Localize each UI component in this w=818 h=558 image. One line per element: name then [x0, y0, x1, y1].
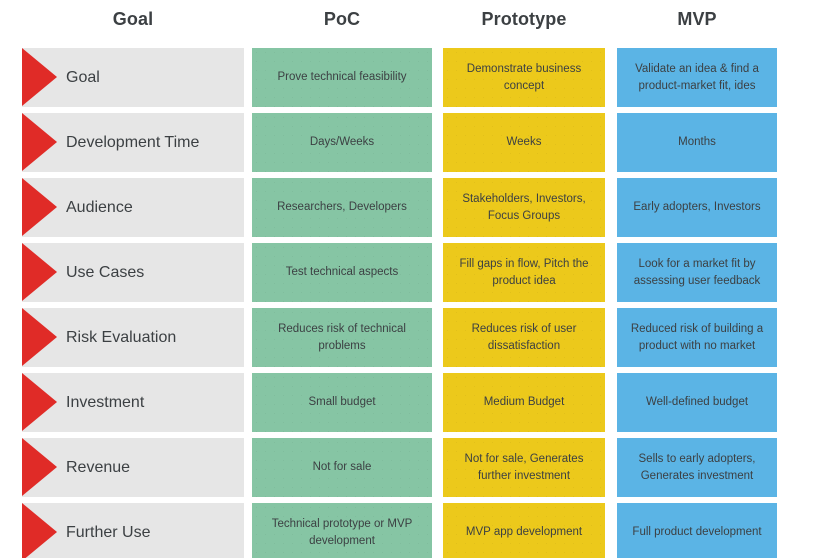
row-label: Audience: [66, 198, 133, 216]
cell-poc: Researchers, Developers: [252, 178, 432, 237]
row-label: Further Use: [66, 523, 151, 541]
table-row: Further Use Technical prototype or MVP d…: [0, 500, 818, 558]
arrow-right-icon: [22, 438, 57, 496]
cell-mvp: Months: [617, 113, 777, 172]
table-row: Revenue Not for sale Not for sale, Gener…: [0, 435, 818, 500]
table-header-row: Goal PoC Prototype MVP: [0, 0, 818, 45]
cell-text: Test technical aspects: [285, 266, 399, 279]
cell-text: Prove technical feasibility: [277, 71, 407, 84]
cell-text: Well-defined budget: [645, 396, 749, 409]
row-label-cell: Further Use: [22, 503, 244, 558]
cell-prototype: Fill gaps in flow, Pitch the product ide…: [443, 243, 605, 302]
row-label-cell: Revenue: [22, 438, 244, 497]
cell-text: Technical prototype or MVP development: [271, 518, 413, 547]
column-header-poc: PoC: [323, 9, 361, 29]
cell-poc: Test technical aspects: [252, 243, 432, 302]
cell-text: Reduced risk of building a product with …: [630, 323, 764, 352]
cell-mvp: Validate an idea & find a product-market…: [617, 48, 777, 107]
cell-text: Not for sale: [312, 461, 372, 474]
cell-poc: Prove technical feasibility: [252, 48, 432, 107]
row-label-cell: Investment: [22, 373, 244, 432]
table-row: Use Cases Test technical aspects Fill ga…: [0, 240, 818, 305]
arrow-right-icon: [22, 113, 57, 171]
row-label-cell: Audience: [22, 178, 244, 237]
row-label-cell: Risk Evaluation: [22, 308, 244, 367]
column-header-prototype: Prototype: [481, 9, 567, 29]
cell-mvp: Look for a market fit by assessing user …: [617, 243, 777, 302]
cell-mvp: Full product development: [617, 503, 777, 558]
table-row: Goal Prove technical feasibility Demonst…: [0, 45, 818, 110]
cell-text: Reduces risk of user dissatisfaction: [471, 323, 577, 352]
table-row: Investment Small budget Medium Budget We…: [0, 370, 818, 435]
cell-text: MVP app development: [465, 526, 583, 539]
row-label: Revenue: [66, 458, 131, 476]
table-body: Goal Prove technical feasibility Demonst…: [0, 45, 818, 558]
cell-text: Demonstrate business concept: [466, 63, 582, 92]
column-header-goal: Goal: [112, 9, 154, 29]
cell-text: Full product development: [632, 526, 762, 539]
cell-text: Months: [678, 136, 716, 149]
cell-mvp: Reduced risk of building a product with …: [617, 308, 777, 367]
cell-prototype: Weeks: [443, 113, 605, 172]
cell-mvp: Early adopters, Investors: [617, 178, 777, 237]
cell-mvp: Sells to early adopters, Generates inves…: [617, 438, 777, 497]
cell-poc: Reduces risk of technical problems: [252, 308, 432, 367]
arrow-right-icon: [22, 243, 57, 301]
cell-poc: Small budget: [252, 373, 432, 432]
cell-prototype: Reduces risk of user dissatisfaction: [443, 308, 605, 367]
arrow-right-icon: [22, 48, 57, 106]
cell-poc: Technical prototype or MVP development: [252, 503, 432, 558]
cell-poc: Days/Weeks: [252, 113, 432, 172]
cell-text: Validate an idea & find a product-market…: [635, 63, 759, 92]
cell-text: Researchers, Developers: [277, 201, 407, 214]
arrow-right-icon: [22, 178, 57, 236]
table-row: Risk Evaluation Reduces risk of technica…: [0, 305, 818, 370]
cell-text: Days/Weeks: [309, 136, 375, 149]
row-label: Risk Evaluation: [66, 328, 177, 346]
cell-mvp: Well-defined budget: [617, 373, 777, 432]
row-label: Use Cases: [66, 263, 145, 281]
table-row: Development Time Days/Weeks Weeks Months: [0, 110, 818, 175]
row-label-cell: Development Time: [22, 113, 244, 172]
row-label-cell: Use Cases: [22, 243, 244, 302]
cell-prototype: MVP app development: [443, 503, 605, 558]
cell-prototype: Not for sale, Generates further investme…: [443, 438, 605, 497]
cell-text: Fill gaps in flow, Pitch the product ide…: [459, 258, 589, 287]
cell-text: Weeks: [506, 136, 542, 149]
cell-text: Stakeholders, Investors, Focus Groups: [462, 193, 586, 222]
cell-text: Look for a market fit by assessing user …: [633, 258, 761, 287]
cell-text: Sells to early adopters, Generates inves…: [638, 453, 756, 482]
cell-text: Small budget: [308, 396, 376, 409]
arrow-right-icon: [22, 308, 57, 366]
cell-text: Reduces risk of technical problems: [278, 323, 406, 352]
table-row: Audience Researchers, Developers Stakeho…: [0, 175, 818, 240]
row-label: Development Time: [66, 133, 200, 151]
cell-prototype: Stakeholders, Investors, Focus Groups: [443, 178, 605, 237]
cell-text: Early adopters, Investors: [633, 201, 761, 214]
arrow-right-icon: [22, 503, 57, 558]
cell-text: Medium Budget: [483, 396, 565, 409]
row-label: Investment: [66, 393, 145, 411]
cell-poc: Not for sale: [252, 438, 432, 497]
arrow-right-icon: [22, 373, 57, 431]
column-header-mvp: MVP: [677, 9, 717, 29]
cell-text: Not for sale, Generates further investme…: [464, 453, 584, 482]
row-label: Goal: [66, 68, 100, 86]
cell-prototype: Demonstrate business concept: [443, 48, 605, 107]
row-label-cell: Goal: [22, 48, 244, 107]
cell-prototype: Medium Budget: [443, 373, 605, 432]
